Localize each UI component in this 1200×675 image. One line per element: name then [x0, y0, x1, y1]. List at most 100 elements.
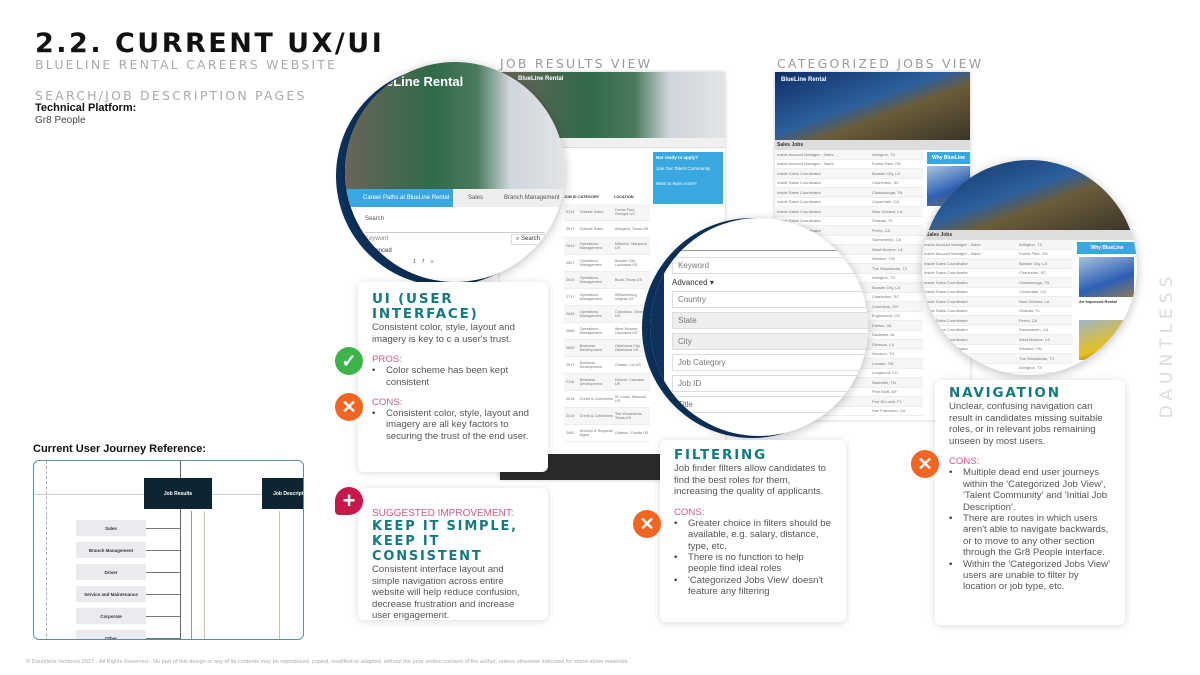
- job-title[interactable]: Inside Sales Coordinator: [777, 199, 821, 205]
- job-location: The Woodlands, TX: [872, 265, 908, 271]
- job-title[interactable]: Inside Sales Coordinator: [924, 327, 968, 333]
- city-field[interactable]: City: [672, 333, 868, 350]
- job-location: Charleston, SC: [872, 180, 900, 186]
- job-title[interactable]: Inside Sales Coordinator: [924, 298, 968, 304]
- job-location: West Monroe, LA: [872, 246, 903, 252]
- job-title[interactable]: Inside Sales Coordinator: [924, 279, 968, 285]
- state-field[interactable]: State: [672, 312, 868, 329]
- job-title[interactable]: Inside Sales Coordinator: [924, 270, 968, 276]
- job-title[interactable]: Inside Account Manager - Sales: [777, 161, 834, 167]
- page-link[interactable]: 1: [413, 259, 416, 265]
- close-x-icon: ✕: [911, 450, 939, 478]
- why-blueline-button[interactable]: Why BlueLine: [1077, 242, 1137, 254]
- job-title[interactable]: Inside Sales Coordinator: [924, 289, 968, 295]
- country-field[interactable]: Country: [672, 291, 868, 308]
- job-location: Orlando, FL: [872, 218, 894, 224]
- brand-logo: BlueLine Rental: [365, 74, 464, 89]
- job-title[interactable]: Inside Sales Coordinator: [924, 317, 968, 323]
- journey-diagram[interactable]: Job Results Job Description SalesBranch …: [33, 460, 304, 640]
- section-heading: SEARCH/JOB DESCRIPTION PAGES: [35, 88, 307, 103]
- table-cell: Operations Management: [579, 259, 602, 267]
- job-title[interactable]: Inside Sales Coordinator: [924, 260, 968, 266]
- table-cell: 2018: [566, 397, 575, 401]
- tab-branch-management[interactable]: Branch Management: [498, 189, 565, 207]
- job-location: Longmont, CO: [872, 370, 899, 376]
- job-title[interactable]: Inside Sales Coordinator: [777, 180, 821, 186]
- table-cell: Arlington, Texas US: [614, 227, 649, 231]
- table-cell: West Monroe, Louisiana US: [614, 327, 639, 335]
- job-title[interactable]: Inside Account Manager - Sales: [777, 151, 834, 157]
- card-body: Job finder filters allow candidates to f…: [674, 463, 826, 498]
- job-location: San Francisco, CA: [872, 408, 906, 414]
- job-title[interactable]: Inside Sales Coordinator: [924, 308, 968, 314]
- job-list-row[interactable]: Port St Lucie, FL: [775, 397, 923, 407]
- job-title[interactable]: Inside Sales Coordinator: [777, 170, 821, 176]
- keyword-field[interactable]: Keyword: [672, 257, 868, 274]
- job-title[interactable]: Inside Account Manager - Sales: [924, 251, 981, 257]
- job-title[interactable]: Inside Account Manager - Sales: [924, 241, 981, 247]
- tab-career-paths[interactable]: Career Paths at BlueLine Rental: [345, 189, 453, 207]
- table-cell: 2116: [566, 380, 575, 384]
- card-body: Consistent color, style, layout and imag…: [372, 322, 515, 345]
- job-list-row[interactable]: Inside Sales Coordinator Orlando, FL: [775, 217, 923, 226]
- talent-community-link[interactable]: Join Our Talent Community: [656, 166, 711, 171]
- table-cell: Williamsburg, Virginia US: [614, 293, 638, 301]
- job-id-field[interactable]: Job ID: [672, 375, 868, 392]
- keyword-input[interactable]: Keyword: [365, 236, 389, 242]
- job-list-row[interactable]: Inside Sales Coordinator Charleston, SC: [775, 179, 923, 188]
- table-cell: 2645: [566, 312, 575, 316]
- advanced-label: Advanced: [672, 278, 708, 287]
- advanced-toggle[interactable]: Advanced: [365, 248, 392, 254]
- job-list-row[interactable]: Inside Sales Coordinator Chattanooga, TN: [775, 188, 923, 198]
- page-link[interactable]: 7: [421, 259, 425, 265]
- job-title[interactable]: Inside Sales Coordinator: [777, 208, 821, 214]
- table-cell: 2643: [566, 244, 575, 248]
- job-title[interactable]: Inside Sales Coordinator: [777, 218, 821, 224]
- advanced-toggle[interactable]: Advanced ▾: [672, 278, 868, 287]
- job-title[interactable]: Inside Sales Coordinator: [777, 189, 821, 195]
- job-category-field[interactable]: Job Category: [672, 354, 868, 371]
- job-list-row[interactable]: San Francisco, CA: [775, 407, 923, 416]
- table-cell: Operations Management: [579, 293, 602, 301]
- next-page-icon[interactable]: »: [430, 259, 434, 265]
- why-blueline-button[interactable]: Why BlueLine: [927, 152, 970, 164]
- tab-sales[interactable]: Sales: [453, 189, 498, 207]
- categorized-label: CATEGORIZED JOBS VIEW: [777, 56, 984, 71]
- job-list-row[interactable]: Inside Sales Coordinator Cloverdale, CA: [775, 198, 923, 207]
- table-cell: 2114: [566, 210, 575, 214]
- job-list-row[interactable]: Pine Bluff, AR: [775, 388, 923, 397]
- table-cell: The Woodlands, Texas US: [614, 412, 643, 420]
- table-cell: Millsville, Maryland US: [614, 242, 647, 250]
- job-location: Chattanooga, TN: [872, 189, 903, 195]
- learn-more-link[interactable]: Want to learn more?: [656, 181, 697, 186]
- job-location: Cloverdale, CA: [872, 199, 899, 205]
